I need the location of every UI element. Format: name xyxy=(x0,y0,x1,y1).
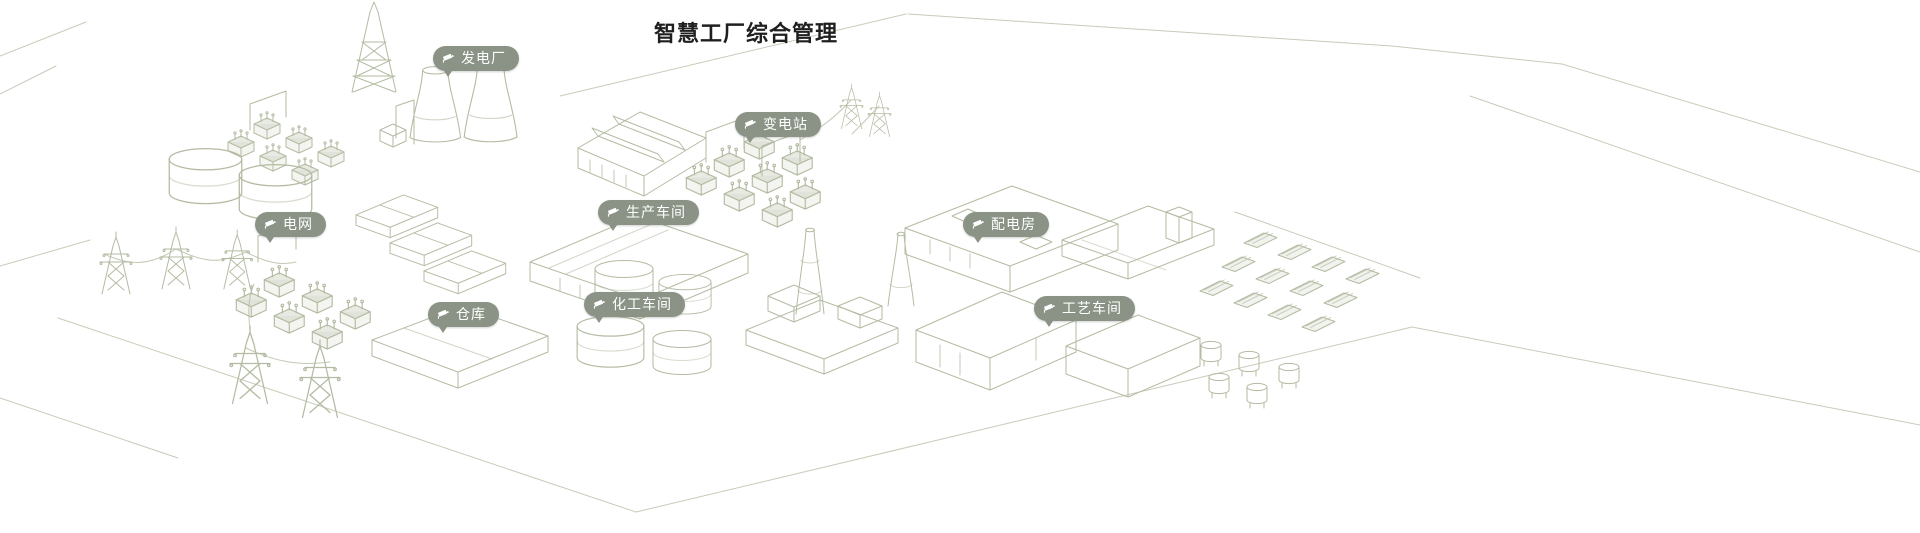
camera-icon xyxy=(442,52,455,65)
camera-icon xyxy=(1043,302,1056,315)
boiler-house xyxy=(745,299,899,375)
marker-chemical-workshop[interactable]: 化工车间 xyxy=(584,292,685,323)
camera-icon xyxy=(437,308,450,321)
marker-label: 生产车间 xyxy=(626,204,686,220)
utility-building xyxy=(1061,205,1215,280)
power-plant-illustration xyxy=(379,62,518,148)
marker-label: 配电房 xyxy=(991,216,1036,232)
workshop-a xyxy=(915,291,1077,391)
marker-label: 发电厂 xyxy=(461,50,506,66)
marker-warehouse[interactable]: 仓库 xyxy=(428,302,499,333)
marker-production-workshop[interactable]: 生产车间 xyxy=(598,200,699,231)
camera-icon xyxy=(593,298,606,311)
marker-label: 电网 xyxy=(283,216,313,232)
marker-substation[interactable]: 变电站 xyxy=(735,112,821,143)
grid-substation xyxy=(235,222,371,350)
camera-icon xyxy=(607,206,620,219)
storage-tanks-left xyxy=(168,148,313,221)
camera-icon xyxy=(972,218,985,231)
marker-label: 工艺车间 xyxy=(1062,300,1122,316)
solar-field xyxy=(1199,231,1380,332)
marker-label: 化工车间 xyxy=(612,296,672,312)
ground-lines xyxy=(0,13,1920,513)
warehouse-sheds xyxy=(355,194,507,295)
marker-distribution-room[interactable]: 配电房 xyxy=(963,212,1049,243)
gas-tanks xyxy=(1200,340,1300,409)
distribution-building xyxy=(904,185,1119,293)
marker-label: 变电站 xyxy=(763,116,808,132)
camera-icon xyxy=(744,118,757,131)
camera-icon xyxy=(264,218,277,231)
transmission-towers xyxy=(99,83,892,419)
small-tower xyxy=(1165,206,1193,244)
page-title: 智慧工厂综合管理 xyxy=(654,21,839,46)
marker-process-workshop[interactable]: 工艺车间 xyxy=(1034,296,1135,327)
sawtooth-factory xyxy=(577,111,707,197)
chimneys xyxy=(767,227,915,329)
marker-power-plant[interactable]: 发电厂 xyxy=(433,46,519,77)
marker-power-grid[interactable]: 电网 xyxy=(255,212,326,243)
workshop-b xyxy=(1065,314,1201,398)
radio-tower xyxy=(351,1,397,93)
substation-small xyxy=(227,90,345,186)
marker-label: 仓库 xyxy=(456,306,486,322)
